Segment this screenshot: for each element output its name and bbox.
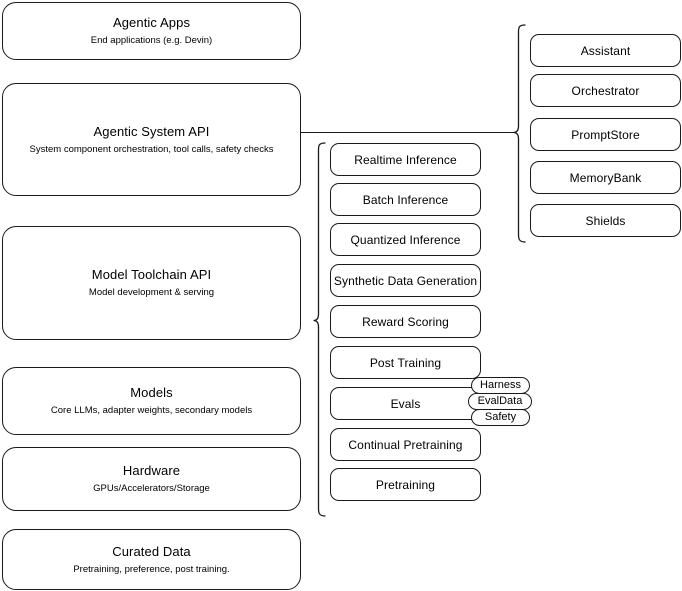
component-label: MemoryBank — [569, 170, 642, 185]
brace-model-toolchain-capabilities — [311, 141, 327, 519]
component-box-shields[interactable]: Shields — [530, 204, 681, 237]
component-box-memorybank[interactable]: MemoryBank — [530, 161, 681, 194]
capability-label: Reward Scoring — [362, 314, 449, 329]
layer-box-model-toolchain-api[interactable]: Model Toolchain API Model development & … — [2, 226, 301, 340]
layer-box-hardware[interactable]: Hardware GPUs/Accelerators/Storage — [2, 447, 301, 511]
brace-agentic-system-components — [512, 23, 528, 245]
capability-box-continual-pretraining[interactable]: Continual Pretraining — [330, 428, 481, 461]
capability-label: Synthetic Data Generation — [333, 273, 478, 288]
capability-label: Continual Pretraining — [348, 437, 463, 452]
capability-box-quantized-inference[interactable]: Quantized Inference — [330, 223, 481, 256]
layer-subtitle: GPUs/Accelerators/Storage — [93, 483, 210, 494]
capability-label: Post Training — [369, 355, 442, 370]
layer-subtitle: System component orchestration, tool cal… — [29, 143, 274, 155]
component-label: Shields — [585, 213, 626, 228]
layer-box-agentic-apps[interactable]: Agentic Apps End applications (e.g. Devi… — [2, 2, 301, 60]
component-box-assistant[interactable]: Assistant — [530, 34, 681, 67]
layer-subtitle: End applications (e.g. Devin) — [90, 35, 213, 46]
capability-label: Pretraining — [375, 477, 436, 492]
component-box-promptstore[interactable]: PromptStore — [530, 118, 681, 151]
layer-box-curated-data[interactable]: Curated Data Pretraining, preference, po… — [2, 529, 301, 590]
eval-pill-harness[interactable]: Harness — [471, 377, 530, 394]
capability-box-realtime-inference[interactable]: Realtime Inference — [330, 143, 481, 176]
capability-label: Evals — [390, 396, 421, 411]
layer-title: Agentic System API — [93, 123, 210, 139]
layer-subtitle: Core LLMs, adapter weights, secondary mo… — [50, 405, 253, 416]
component-label: Assistant — [580, 43, 631, 58]
capability-label: Quantized Inference — [350, 232, 461, 247]
capability-box-post-training[interactable]: Post Training — [330, 346, 481, 379]
capability-box-pretraining[interactable]: Pretraining — [330, 468, 481, 501]
capability-label: Realtime Inference — [354, 152, 457, 167]
layer-subtitle: Pretraining, preference, post training. — [73, 563, 230, 575]
component-label: PromptStore — [571, 127, 640, 142]
layer-title: Agentic Apps — [112, 15, 191, 30]
layer-title: Model Toolchain API — [91, 267, 212, 282]
capability-box-batch-inference[interactable]: Batch Inference — [330, 183, 481, 216]
capability-label: Batch Inference — [362, 192, 449, 207]
capability-box-evals[interactable]: Evals — [330, 387, 481, 420]
layer-title: Hardware — [122, 463, 181, 478]
layer-box-models[interactable]: Models Core LLMs, adapter weights, secon… — [2, 367, 301, 435]
layer-subtitle: Model development & serving — [88, 287, 215, 298]
layer-title: Models — [130, 385, 173, 400]
layer-title: Curated Data — [112, 543, 191, 559]
capability-box-reward-scoring[interactable]: Reward Scoring — [330, 305, 481, 338]
eval-pill-safety[interactable]: Safety — [471, 409, 530, 426]
connector-line-agentic-system-api — [301, 132, 515, 133]
layer-box-agentic-system-api[interactable]: Agentic System API System component orch… — [2, 83, 301, 196]
component-box-orchestrator[interactable]: Orchestrator — [530, 74, 681, 107]
component-label: Orchestrator — [571, 83, 640, 98]
eval-pill-evaldata[interactable]: EvalData — [468, 393, 532, 410]
capability-box-synthetic-data-generation[interactable]: Synthetic Data Generation — [330, 264, 481, 297]
